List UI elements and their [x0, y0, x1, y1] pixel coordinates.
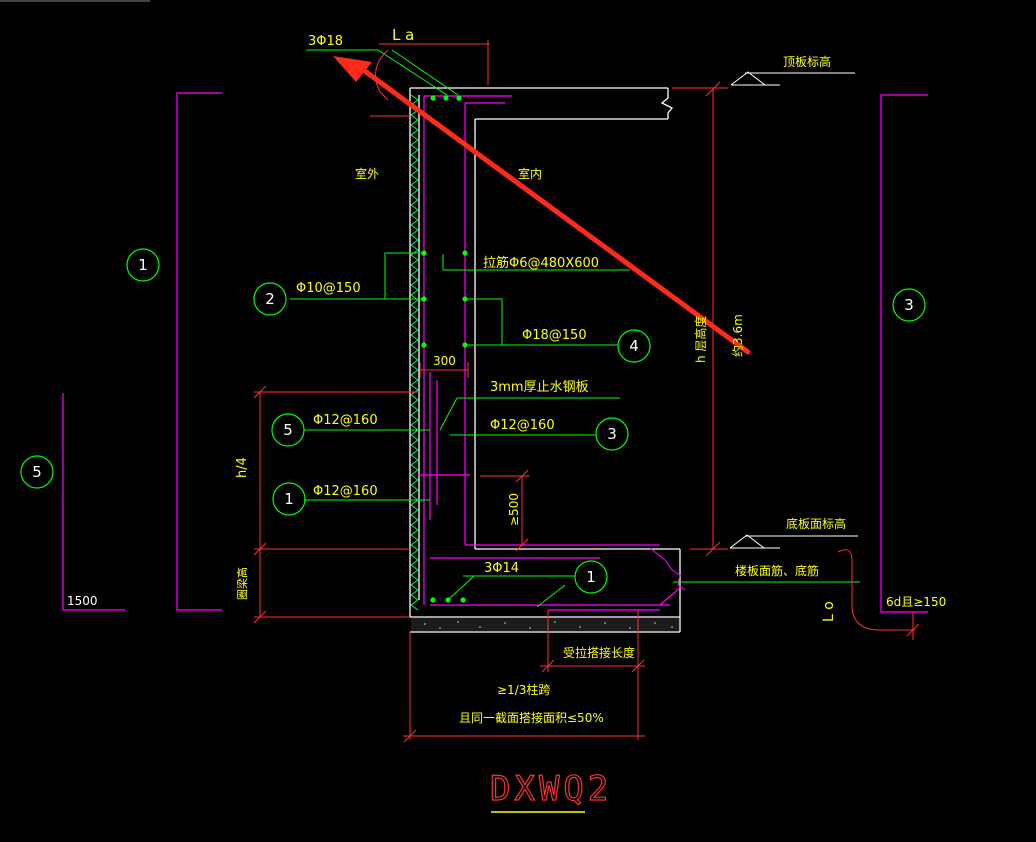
bubbles: 1 2 3 4 5 5 3 1 1: [20, 248, 926, 594]
waterproof-layer: [410, 94, 419, 611]
label-bar-4: Φ18@150: [522, 328, 587, 343]
svg-text:5: 5: [32, 463, 42, 481]
label-inside: 室内: [518, 166, 542, 181]
svg-text:3: 3: [904, 296, 914, 314]
bubble-5-left: 5: [20, 455, 54, 489]
bubble-1-bottom: 1: [574, 560, 608, 594]
label-steel-plate: 3mm厚止水钢板: [490, 380, 589, 395]
label-hook: 6d且≥150: [886, 595, 946, 609]
bubble-1-mid: 1: [272, 482, 306, 516]
svg-text:5: 5: [283, 421, 293, 439]
label-l0: L o: [821, 601, 837, 622]
concrete-dots: [424, 621, 673, 629]
bubble-5: 5: [271, 413, 305, 447]
label-bottom-elev: 底板面标高: [786, 516, 846, 531]
wall-outline: [409, 87, 681, 633]
label-height-val: 约3.6m: [730, 314, 745, 357]
drawing-title: DXWQ2: [489, 768, 612, 813]
title-text: DXWQ2: [490, 769, 612, 809]
bar-break: [649, 547, 686, 591]
svg-text:1: 1: [586, 568, 596, 586]
dimension-lines: [253, 40, 920, 743]
bubble-3-right: 3: [892, 288, 926, 322]
bubble-3: 3: [595, 417, 629, 451]
bracket-1: [176, 92, 222, 611]
label-la: L a: [392, 26, 414, 44]
bracket-5: [62, 393, 125, 611]
label-bar-2: Φ10@150: [296, 281, 361, 296]
label-top-bar: 3Φ18: [308, 34, 343, 49]
bubble-4: 4: [617, 329, 651, 363]
label-dim-500: ≥500: [507, 493, 521, 526]
annotation-arrow: [333, 56, 751, 355]
label-beam-height: 圈梁高: [235, 567, 249, 600]
text-labels: 3Φ18 L a 顶板标高 室外 室内 拉筋Φ6@480X600 Φ10@150…: [67, 26, 946, 725]
label-bar-3: Φ12@160: [490, 418, 555, 433]
label-lap-length: 受拉搭接长度: [563, 645, 635, 660]
label-bar-1: Φ12@160: [313, 484, 378, 499]
svg-text:1: 1: [138, 256, 148, 274]
label-lap-pct: 且同一截面搭接面积≤50%: [459, 710, 604, 725]
label-h4: h/4: [235, 457, 250, 478]
label-dim-300: 300: [433, 354, 456, 368]
label-dim-1500: 1500: [67, 594, 98, 608]
label-h-height: h 层高度: [693, 316, 708, 363]
rebar-lines: [418, 95, 681, 611]
foundation-concrete: [411, 618, 679, 631]
bubble-2: 2: [253, 282, 287, 316]
label-span: ≥1/3柱跨: [497, 682, 550, 697]
svg-text:4: 4: [629, 337, 639, 355]
label-bar-5: Φ12@160: [313, 413, 378, 428]
label-bottom-bars: 3Φ14: [484, 561, 519, 576]
svg-text:2: 2: [265, 290, 275, 308]
elevation-marks: [729, 71, 858, 549]
label-tie-bar: 拉筋Φ6@480X600: [483, 255, 599, 271]
rebar-dots: [421, 95, 468, 603]
section-brackets: [62, 92, 928, 613]
label-roof-elev: 顶板标高: [783, 54, 831, 69]
svg-text:1: 1: [284, 490, 294, 508]
svg-text:3: 3: [607, 425, 617, 443]
leader-lines: [290, 49, 860, 608]
label-outside: 室外: [355, 166, 379, 181]
bracket-3: [880, 94, 928, 613]
bubble-1-top: 1: [126, 248, 160, 282]
label-slab-bars: 楼板面筋、底筋: [735, 563, 819, 578]
